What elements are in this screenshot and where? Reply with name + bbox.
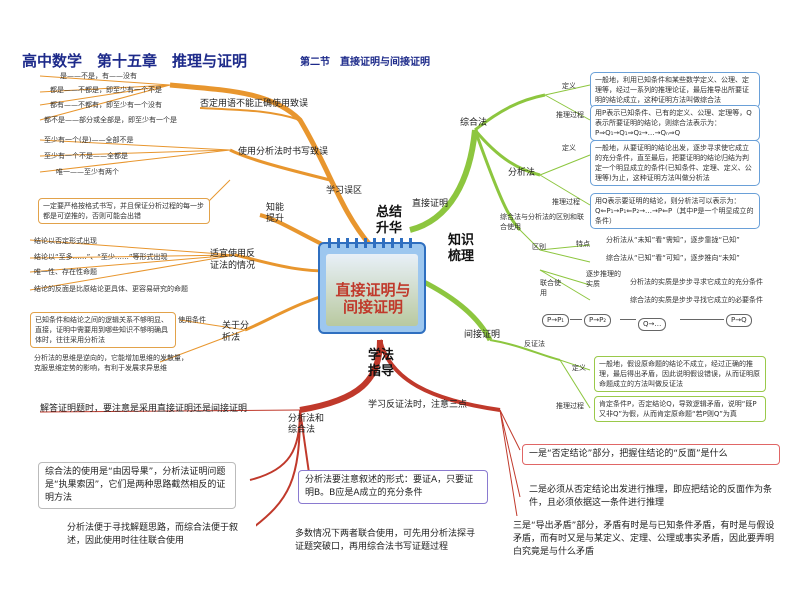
flow-arrow (680, 319, 724, 320)
card-title: 直接证明与间接证明 (335, 281, 411, 316)
synthetic-label: 综合法 (460, 118, 488, 128)
point-1: 一是“否定结论”部分，把握住结论的“反面”是什么 (522, 444, 780, 465)
feature-2: 综合法从“已知”看“可知”，逐步推向“未知” (606, 254, 740, 262)
negation-label: 否定用语不能正确使用致误 (200, 99, 309, 109)
step-2: 综合法的实质是步步寻找它成立的必要条件 (630, 296, 763, 304)
contradiction-process: 肯定条件P，否定结论Q，导致逻辑矛盾，说明“既P又非Q”为假，从而肯定原命题“若… (594, 396, 766, 422)
contradiction-case: 结论以否定形式出现 (34, 237, 97, 245)
section-subtitle: 第二节 直接证明与间接证明 (300, 57, 430, 68)
flow-arrow (570, 319, 582, 320)
contradiction-method-label: 反证法 (524, 340, 545, 348)
flow-diagram: P→P₁ P→P₂ Q→… P→Q (540, 310, 770, 356)
step-label: 逐步推理的实质 (586, 270, 621, 288)
chapter-title: 高中数学 第十五章 推理与证明 (22, 52, 248, 70)
branch-ability: 知能提升 (266, 203, 285, 224)
synthetic-def: 一般地，利用已知条件和某些数学定义、公理、定理等，经过一系列的推理论证，最后推导… (590, 72, 760, 108)
contradiction-cases-label: 适宜使用反证法的情况 (210, 249, 256, 271)
combo-label: 联合使用 (540, 279, 561, 297)
contradiction-def: 一般地，假设原命题的结论不成立，经过正确的推理，最后得出矛盾，因此说明假设错误，… (594, 356, 766, 392)
analysis-thinking: 分析法的思维是逆向的，它能增加思维的发散量，克服思维定势的影响，有利于发展求异思… (34, 354, 188, 372)
contradiction-case: 结论以“至多……”、“至少……”等形式出现 (34, 253, 168, 261)
point-2: 二是必须从否定结论出发进行推理，即应把结论的反面作为条件，且必须依据这一条件进行… (522, 480, 780, 514)
contradiction-def-label: 定义 (572, 364, 586, 372)
flow-node: Q→… (638, 318, 667, 331)
analysis-writing-note: 一定要严格按格式书写，并且保证分析过程的每一步都是可逆推的，否则可能会出错 (38, 198, 210, 224)
negation-item: 都不是——部分或全部是，即至少有一个是 (44, 116, 177, 124)
combo-note: 分析法便于寻找解题思路，而综合法便于叙述，因此使用时往往联合使用 (60, 518, 256, 552)
branch-direct: 直接证明 (412, 199, 449, 209)
analysis-writing-label: 使用分析法时书写致误 (238, 147, 329, 157)
analytic-label: 分析法 (508, 168, 536, 178)
step-1: 分析法的实质是步步寻求它成立的充分条件 (630, 278, 763, 286)
flow-node: P→Q (726, 314, 752, 327)
analytic-process-label: 推理过程 (552, 198, 580, 206)
hub-review: 总结升华 (375, 205, 402, 236)
diff-label: 区别 (532, 243, 546, 251)
synthetic-process-label: 推理过程 (556, 111, 584, 119)
contradiction-case: 结论的反面是比原结论更具体、更容易研究的命题 (34, 285, 188, 293)
card-inner (326, 254, 418, 326)
feature-label: 特点 (576, 240, 590, 248)
point-3: 三是“导出矛盾”部分，矛盾有时是与已知条件矛盾，有时是与假设矛盾，而有时又是与某… (506, 516, 788, 563)
flow-node: P→P₂ (584, 314, 612, 327)
center-card: 直接证明与间接证明 (318, 238, 426, 334)
negation-item: 唯一——至少有两个 (56, 168, 119, 176)
branch-analytic-synthetic: 分析法和综合法 (288, 414, 325, 435)
contradiction-process-label: 推理过程 (556, 402, 584, 410)
analysis-condition: 已知条件和结论之间的逻辑关系不够明显、直接，证明中需要用到哪些知识不够明确具体时… (30, 312, 176, 348)
synthetic-analytic-note: 综合法的使用是“由因导果”，分析法证明问题是“执果索因”，它们是两种思路截然相反… (38, 462, 236, 509)
negation-item: 都有——不都有，即至少有一个没有 (50, 101, 162, 109)
analysis-format-note: 分析法要注意叙述的形式：要证A，只要证明B。B应是A成立的充分条件 (298, 470, 488, 504)
branch-prove-note: 解答证明题时，要注意是采用直接证明还是间接证明 (40, 404, 248, 414)
branch-indirect: 间接证明 (464, 330, 501, 340)
analytic-def-label: 定义 (562, 144, 576, 152)
hub-knowledge: 知识梳理 (447, 233, 474, 264)
branch-mistakes: 学习误区 (326, 186, 363, 196)
analytic-process: 用Q表示要证明的结论，则分析法可以表示为：Q⇐P₁→P₁⇐P₂→…→P⇐P（其中… (590, 193, 760, 229)
hub-method: 学法指导 (367, 348, 394, 379)
feature-1: 分析法从“未知”看“需知”，逐步靠拢“已知” (606, 236, 740, 244)
synthetic-process: 用P表示已知条件、已有的定义、公理、定理等，Q表示所要证明的结论，则综合法表示为… (590, 105, 760, 141)
negation-item: 至少有一个不是——全都是 (44, 152, 128, 160)
negation-item: 是——不是，有——没有 (60, 72, 137, 80)
analytic-def: 一般地，从要证明的结论出发，逐步寻求使它成立的充分条件，直至最后，把要证明的结论… (590, 140, 760, 186)
negation-item: 至少有一个(是)——全部不是 (44, 136, 134, 144)
negation-item: 都是——不都是，即至少有一个不是 (50, 86, 162, 94)
branch-contradiction-note: 学习反证法时，注意三点 (368, 400, 468, 410)
mix-note: 多数情况下两者联合使用，可先用分析法探寻证题突破口，再用综合法书写证题过程 (288, 524, 484, 558)
analysis-condition-label: 使用条件 (178, 316, 206, 324)
about-analysis-label: 关于分析法 (222, 321, 250, 343)
flow-arrow (620, 319, 636, 320)
flow-node: P→P₁ (542, 314, 570, 327)
contradiction-case: 唯一性、存在性命题 (34, 268, 97, 276)
card-rings (328, 238, 418, 248)
synthetic-def-label: 定义 (562, 82, 576, 90)
relation-label: 综合法与分析法的区别和联合使用 (500, 213, 584, 231)
